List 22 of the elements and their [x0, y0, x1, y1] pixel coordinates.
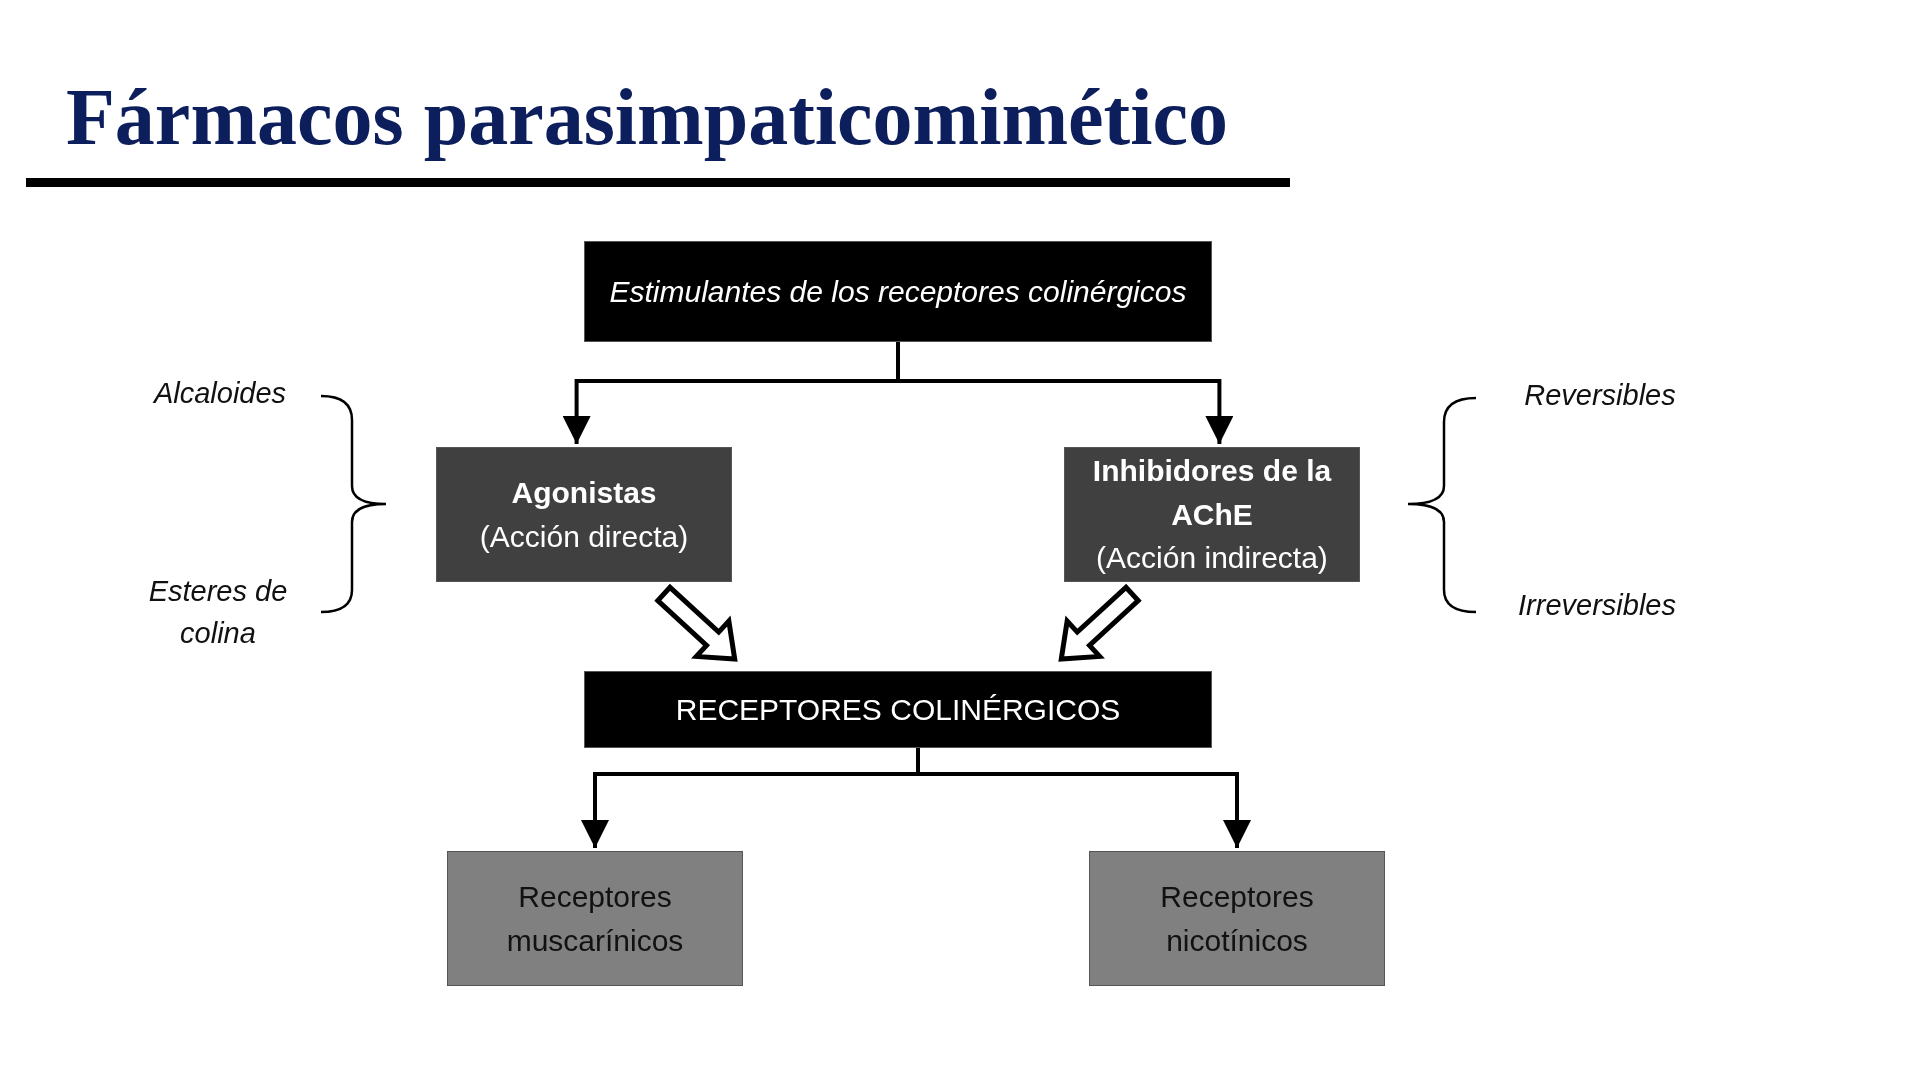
box-title: Estimulantes de los receptores colinérgicos	[609, 273, 1187, 310]
box-title: Receptores nicotínicos	[1159, 879, 1315, 959]
group-label: Reversibles	[1523, 378, 1677, 413]
connector-arrow	[916, 748, 1251, 848]
header-box	[584, 671, 1212, 748]
header-box	[584, 241, 1212, 342]
category-box	[1089, 851, 1385, 986]
block-arrow	[654, 583, 738, 662]
category-box	[436, 447, 732, 582]
box-title: RECEPTORES COLINÉRGICOS	[675, 691, 1121, 728]
title: Fármacos parasimpaticomimético	[66, 72, 1228, 163]
box-title: Receptores muscarínicos	[505, 879, 685, 959]
box-title: Inhibidores de la AChE	[1091, 453, 1333, 533]
box-title: Agonistas	[511, 475, 657, 511]
box-subtitle: (Acción directa)	[479, 518, 689, 555]
box-subtitle: (Acción indirecta)	[1096, 540, 1328, 577]
category-box	[447, 851, 743, 986]
group-label: Alcaloides	[152, 376, 288, 411]
block-arrow	[1058, 583, 1142, 662]
category-box	[1064, 447, 1360, 582]
group-label: Esteres de colina	[147, 574, 289, 652]
group-label: Irreversibles	[1517, 588, 1677, 623]
